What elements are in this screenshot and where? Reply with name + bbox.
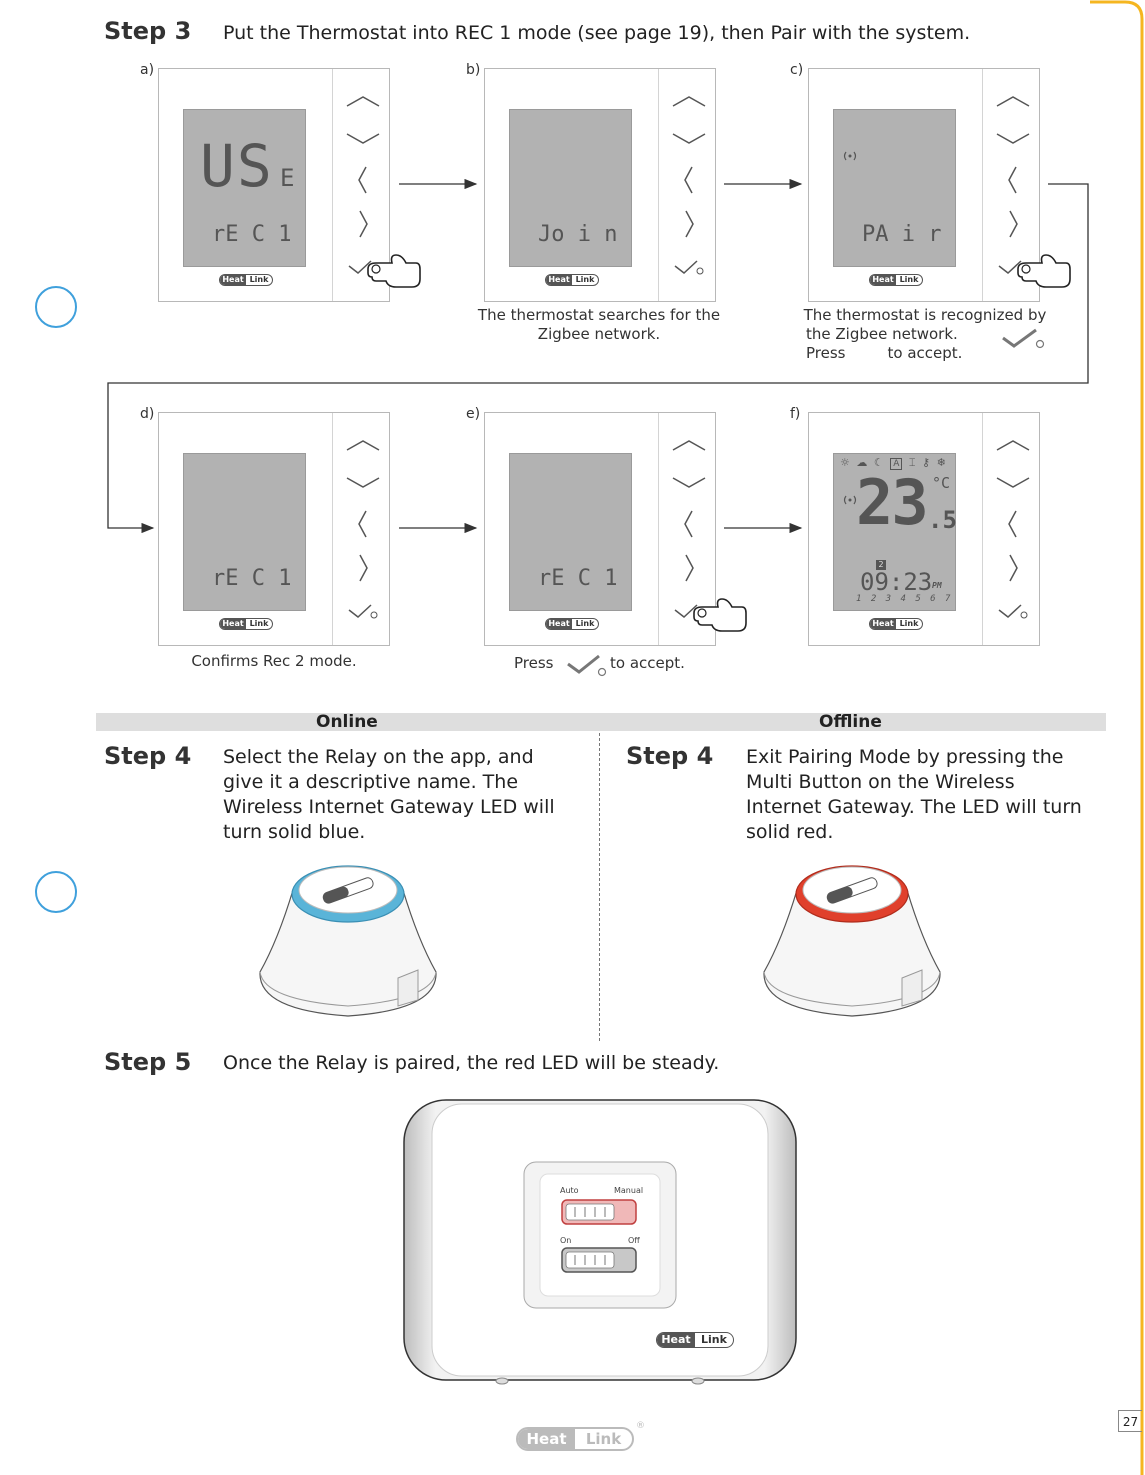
lcd-screen: US E rE C 1 <box>183 109 306 267</box>
panel-b-caption: The thermostat searches for the Zigbee n… <box>477 306 721 343</box>
temperature-decimal: .5 <box>928 506 957 534</box>
panel-a-label: a) <box>140 62 155 78</box>
pointing-hand-icon <box>693 598 747 632</box>
holiday-icon: ⌶ <box>908 456 916 469</box>
auto-mode-badge: A <box>890 458 903 470</box>
switch1-right-label: Manual <box>614 1186 644 1195</box>
sun-icon: ☼ <box>840 456 850 469</box>
panel-d-caption: Confirms Rec 2 mode. <box>191 652 357 670</box>
mode-icons-row: ☼ ☁ ☾ A ⌶ ⚷ ❄ <box>840 456 952 472</box>
gateway-offline-image <box>763 865 941 1017</box>
binder-hole-top <box>35 286 77 328</box>
control-strip <box>659 69 717 301</box>
online-offline-header: Online Offline <box>96 713 1106 731</box>
panel-e-caption-1: Press <box>514 654 554 672</box>
lcd-line-text: rE C 1 <box>212 222 292 247</box>
lcd-big-text: US <box>200 132 274 200</box>
key-icon: ⚷ <box>922 456 931 469</box>
step3-text: Put the Thermostat into REC 1 mode (see … <box>223 22 971 44</box>
binder-hole-bottom <box>35 871 77 913</box>
clock-ampm: PM <box>932 581 942 590</box>
step5-text: Once the Relay is paired, the red LED wi… <box>223 1052 720 1074</box>
control-strip <box>983 413 1041 645</box>
gateway-online-image <box>259 865 437 1017</box>
step5-label: Step 5 <box>104 1048 192 1076</box>
lcd-small-text: E <box>280 164 295 192</box>
program-slot-badge: 2 <box>876 560 886 570</box>
switch2-right-label: Off <box>628 1236 640 1245</box>
control-strip <box>983 69 1041 301</box>
control-strip <box>333 413 391 645</box>
lcd-screen: ☼ ☁ ☾ A ⌶ ⚷ ❄ 23 °C .5 2 09:23 PM 1 2 3 … <box>833 453 957 611</box>
step4-offline-text: Exit Pairing Mode by pressing the Multi … <box>746 746 1082 843</box>
lcd-line-text: PA i r <box>862 222 942 247</box>
step4-online-label: Step 4 <box>104 742 192 770</box>
panel-e-label: e) <box>466 406 481 422</box>
panel-d-label: d) <box>140 406 155 422</box>
step4-online-text: Select the Relay on the app, and give it… <box>223 746 555 843</box>
thermostat-f: ☼ ☁ ☾ A ⌶ ⚷ ❄ 23 °C .5 2 09:23 PM 1 2 3 … <box>808 412 1040 646</box>
panel-e-caption-2: to accept. <box>610 654 685 672</box>
lcd-screen: rE C 1 <box>183 453 306 611</box>
check-button-icon <box>1002 328 1045 349</box>
weekday-indicators: 1 2 3 4 5 6 7 <box>856 594 953 604</box>
online-heading: Online <box>316 712 378 732</box>
snowflake-icon: ❄ <box>936 456 946 469</box>
panel-c-caption-3: to accept. <box>887 344 963 362</box>
step4-offline-label: Step 4 <box>626 742 714 770</box>
lcd-screen: rE C 1 <box>509 453 632 611</box>
lcd-screen: Jo i n <box>509 109 632 267</box>
temperature-unit: °C <box>932 474 951 492</box>
panel-f-label: f) <box>790 406 801 422</box>
signal-icon <box>843 151 857 161</box>
clock-time: 09:23 <box>860 568 933 596</box>
panel-c-caption-1: The thermostat is recognized by <box>803 306 1047 324</box>
footer-heatlink-logo: Heat Link ® <box>516 1421 645 1453</box>
lcd-line-text: rE C 1 <box>212 566 292 591</box>
switch2-left-label: On <box>560 1236 572 1245</box>
cloud-icon: ☁ <box>856 456 868 469</box>
column-divider <box>599 733 600 1041</box>
lcd-screen: PA i r <box>833 109 956 267</box>
panel-c-label: c) <box>790 62 804 78</box>
check-button-icon <box>567 654 607 677</box>
signal-icon <box>843 495 857 505</box>
offline-heading: Offline <box>819 712 882 732</box>
lcd-line-text: Jo i n <box>538 222 618 247</box>
pointing-hand-icon <box>367 254 421 288</box>
panel-b-label: b) <box>466 62 481 78</box>
page-number: 27 <box>1118 1410 1142 1432</box>
lcd-line-text: rE C 1 <box>538 566 618 591</box>
pointing-hand-icon <box>1017 254 1071 288</box>
moon-icon: ☾ <box>873 456 884 469</box>
step3-label: Step 3 <box>104 17 192 45</box>
switch1-left-label: Auto <box>560 1186 579 1195</box>
registered-mark: ® <box>636 1421 645 1431</box>
temperature-value: 23 <box>856 466 929 539</box>
panel-c-caption-2: the Zigbee network. Press <box>806 325 958 362</box>
